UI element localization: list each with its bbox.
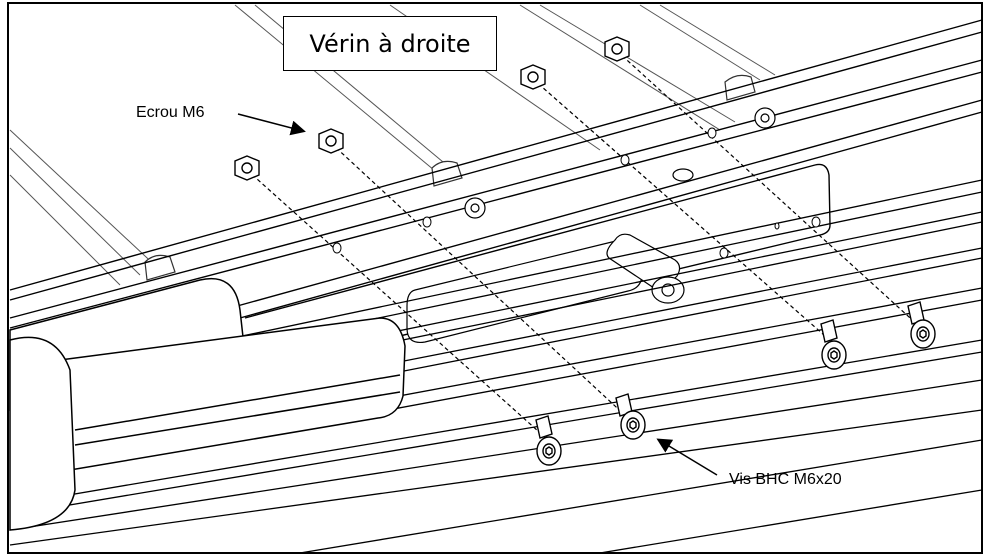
beam-holes [332, 127, 821, 259]
nut-leader-arrow [237, 113, 306, 136]
hex-nuts [234, 36, 630, 181]
screws [535, 301, 936, 466]
nut-3 [520, 64, 546, 90]
frame-rails [9, 4, 776, 286]
nut-label: Ecrou M6 [136, 104, 205, 121]
title-box: Vérin à droite [283, 16, 497, 71]
screw-leader-arrow [656, 438, 718, 476]
upper-beam [9, 19, 983, 329]
actuator-cylinder [9, 277, 406, 531]
screw-4 [907, 301, 936, 349]
screw-1 [535, 415, 562, 466]
screw-3 [820, 319, 847, 370]
nut-4 [604, 36, 630, 62]
support-posts [144, 74, 756, 281]
assembly-axes [246, 50, 921, 441]
nut-1 [234, 155, 260, 181]
beam-bolt-heads [464, 107, 776, 219]
nut-2 [318, 128, 344, 154]
screw-label: Vis BHC M6x20 [729, 471, 842, 488]
screw-2 [615, 393, 646, 440]
title-text: Vérin à droite [309, 29, 471, 58]
